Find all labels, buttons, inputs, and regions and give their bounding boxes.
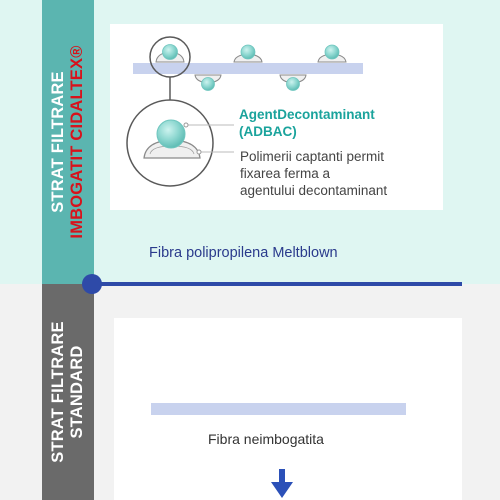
capsule-bottom-1 [194, 74, 222, 91]
agent-title-line2: (ADBAC) [239, 124, 297, 139]
layer-divider-dot [82, 274, 102, 294]
enriched-layer-strip: STRAT FILTRARE IMBOGATIT CIDALTEX® [42, 0, 94, 284]
down-arrow-icon [271, 469, 293, 498]
enriched-fiber-bar [133, 63, 363, 74]
agent-title: AgentDecontaminant (ADBAC) [239, 106, 375, 140]
capsule-bottom-2 [279, 74, 307, 91]
agent-description-line1: Polimerii captanti permit [240, 149, 385, 164]
capsule-top-3 [317, 44, 347, 63]
standard-fiber-bar [151, 403, 406, 415]
magnified-capsule [143, 119, 201, 159]
agent-description-line3: agentului decontaminant [240, 183, 388, 198]
meltblown-fiber-label: Fibra polipropilena Meltblown [149, 245, 338, 261]
capsule-top-1 [155, 44, 185, 63]
capsule-top-2 [233, 44, 263, 63]
agent-description: Polimerii captanti permit fixarea ferma … [240, 148, 440, 199]
standard-layer-strip: STRAT FILTRARE STANDARD [42, 284, 94, 500]
agent-description-line2: fixarea ferma a [240, 166, 331, 181]
agent-title-line1: AgentDecontaminant [239, 107, 375, 122]
standard-fiber-label: Fibra neimbogatita [208, 431, 324, 447]
